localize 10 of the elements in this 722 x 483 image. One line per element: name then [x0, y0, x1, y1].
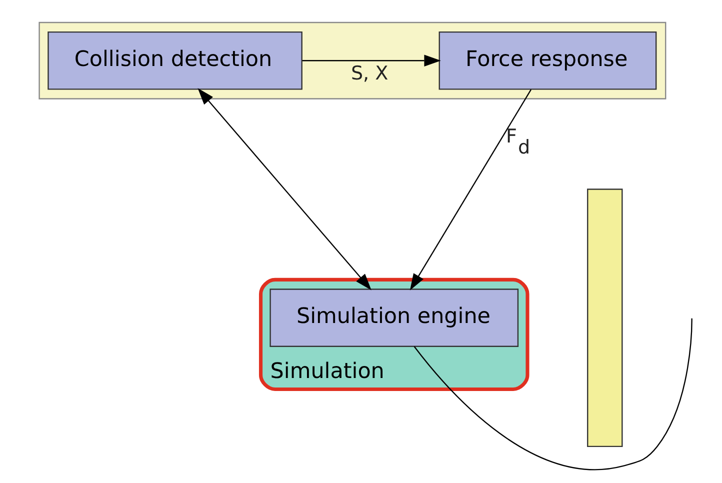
node-box: Force response: [438, 31, 657, 90]
node-bar: [587, 188, 623, 448]
edge-label: S, X: [350, 62, 388, 84]
arrow: [410, 89, 532, 290]
connector: [414, 318, 692, 470]
arrow: [198, 88, 372, 290]
cluster: [38, 22, 666, 100]
node-box: Collision detection: [48, 31, 302, 90]
node-box: Simulation engine: [270, 288, 519, 347]
arrow: [302, 54, 441, 66]
